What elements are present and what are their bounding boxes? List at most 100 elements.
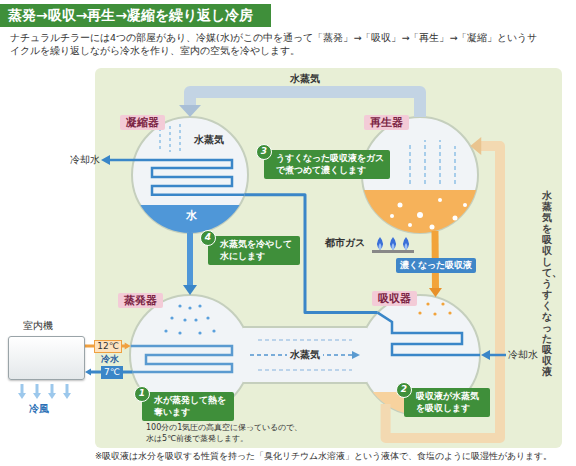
callout-box: 1水が蒸発して熱を奪います: [142, 392, 234, 421]
diagram-title: 蒸発→吸収→再生→凝縮を繰り返し冷房: [0, 4, 271, 27]
flame: [403, 237, 409, 250]
callout-text: うすくなった吸収液をガスで煮つめて濃くします: [264, 150, 390, 179]
bubble: [463, 203, 467, 207]
temperature-label: 7℃: [101, 366, 123, 379]
cooling-water-label: 冷却水: [508, 349, 538, 361]
arrow-head: [179, 105, 201, 117]
condenser-vessel: 凝縮器水蒸気水: [132, 117, 248, 233]
cold-air: [51, 384, 54, 394]
arrow-head: [429, 288, 442, 297]
vessel-tab: 蒸発器: [118, 293, 163, 308]
cold-air: [66, 384, 69, 394]
temperature-label: 12℃: [94, 340, 122, 353]
chilled-water-coil: [131, 346, 232, 372]
spray-drop: [178, 331, 181, 334]
cooling-water-label: 冷却水: [70, 154, 100, 166]
spray-drop: [198, 331, 201, 334]
callout-number: 1: [134, 386, 150, 402]
spray-drop: [441, 302, 444, 305]
callout-text: 水蒸気を冷やして水にします: [208, 236, 300, 265]
bubble: [408, 223, 412, 227]
pipe-label: 濃くなった吸収液: [396, 258, 476, 273]
vessel-tab: 再生器: [364, 115, 409, 130]
bubble: [438, 198, 442, 202]
callout-text: 吸収液が水蒸気を吸収します: [404, 388, 490, 417]
vapor-stream: [179, 124, 181, 152]
spray-drop: [206, 316, 209, 319]
flame: [390, 237, 396, 250]
spray-drop: [426, 302, 429, 305]
vapor-label: 水蒸気: [287, 349, 323, 361]
condensed-water: [130, 205, 250, 237]
vapor-stream: [159, 128, 161, 152]
bubble: [390, 214, 394, 218]
arrow-head: [183, 285, 197, 295]
note-text: 100分の1気圧の高真空に保っているので、水は5℃前後で蒸発します。: [146, 423, 306, 444]
pipe-label: 水蒸気: [290, 73, 320, 85]
connector-line: [187, 233, 193, 287]
vessel-tab: 凝縮器: [120, 115, 165, 130]
water-label: 水: [186, 209, 197, 222]
bubble: [398, 203, 403, 208]
burner: [372, 250, 414, 253]
callout-number: 4: [200, 230, 216, 246]
cold-air-label: 冷風: [29, 403, 49, 415]
arrow-head: [63, 393, 71, 399]
vapor-label: 水蒸気: [194, 134, 224, 146]
callout-box: 4水蒸気を冷やして水にします: [208, 236, 300, 265]
flame: [377, 237, 383, 250]
arrow-head: [48, 393, 56, 399]
vapor-flow: [258, 369, 352, 371]
solution-boiling: [362, 190, 478, 235]
vapor-stream: [454, 146, 456, 184]
vapor-stream: [439, 140, 441, 184]
vessel-tab: 吸収器: [372, 291, 417, 306]
vapor-stream: [424, 140, 426, 184]
flame: [405, 243, 408, 250]
spray-drop: [194, 318, 197, 321]
cold-air: [36, 384, 39, 394]
callout-box: 3うすくなった吸収液をガスで煮つめて濃くします: [264, 150, 390, 179]
chilled-water-label: 冷水: [101, 354, 119, 365]
gas-label: 都市ガス: [325, 237, 365, 249]
arrow-head: [101, 155, 110, 165]
connector-line: [190, 92, 420, 117]
cooling-water-outlet: [108, 159, 134, 162]
bubble: [453, 216, 458, 221]
arrow-head: [352, 351, 360, 359]
spray-drop: [183, 318, 186, 321]
cooling-water-inlet: [489, 354, 506, 357]
vapor-flow: [258, 339, 352, 341]
vapor-pipe: [179, 92, 420, 117]
spray-drop: [164, 329, 167, 332]
spray-drop: [212, 329, 215, 332]
spray-drop: [170, 316, 173, 319]
spray-drop: [178, 304, 181, 307]
arrow-head: [18, 393, 26, 399]
cooling-coil: [134, 160, 245, 195]
spray-drop: [198, 304, 201, 307]
dilute-solution-pipe: [386, 137, 500, 438]
water-pipe: [183, 233, 197, 295]
callout-box: 2吸収液が水蒸気を吸収します: [404, 388, 490, 417]
vapor-stream: [169, 126, 171, 152]
footnote: ※吸収液は水分を吸収する性質を持った「臭化リチウム水溶液」という液体で、食塩のよ…: [95, 451, 552, 462]
indoor-unit: 室内機: [8, 336, 85, 380]
cold-air: [21, 384, 24, 394]
callout-number: 3: [256, 144, 272, 160]
callout-number: 2: [396, 382, 412, 398]
arrow-head: [33, 393, 41, 399]
spray-drop: [188, 306, 191, 309]
vapor-stream: [409, 142, 411, 184]
intro-text: ナチュラルチラーには4つの部屋があり、冷媒(水)がこの中を通って「蒸発」→「吸収…: [10, 31, 540, 57]
flame: [392, 243, 395, 250]
arrow-head: [125, 343, 131, 350]
tube-wall: [243, 326, 367, 328]
vapor-tube: [243, 327, 367, 383]
flame: [379, 243, 382, 250]
pipe-label: 水蒸気を吸収して、うすくなった吸収液: [542, 190, 552, 377]
bubble: [417, 212, 423, 218]
panel-ground: [95, 68, 562, 448]
arrow-head: [481, 350, 490, 360]
